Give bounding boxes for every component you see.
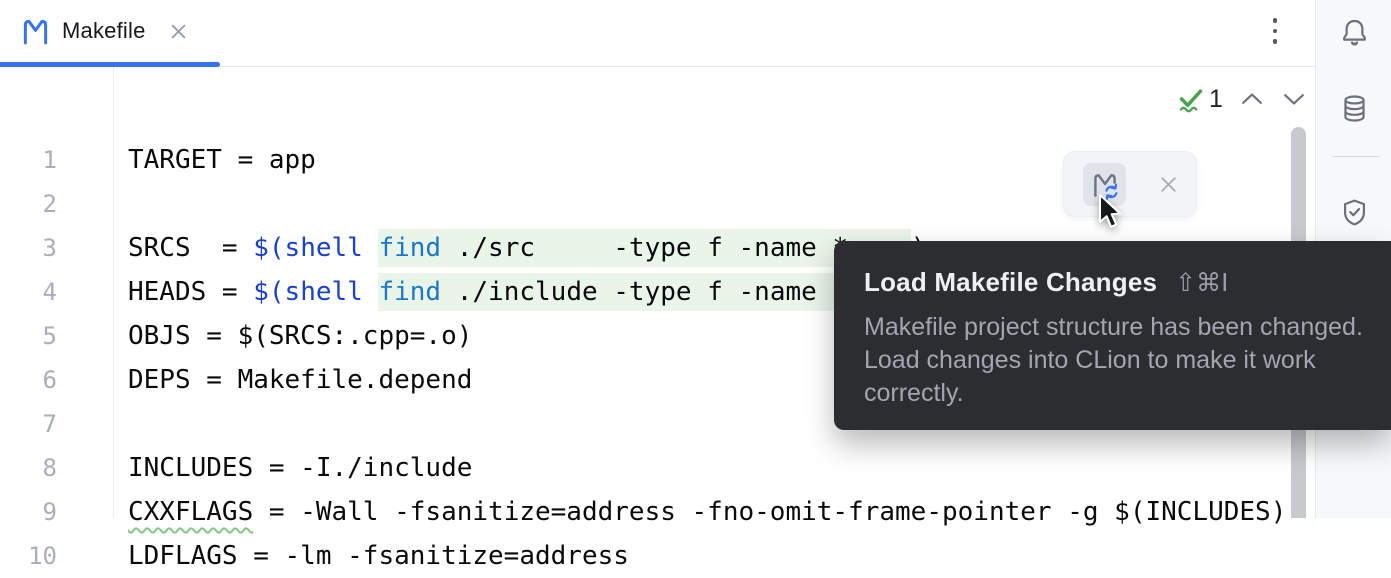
code-line[interactable]: 7 <box>0 402 1315 446</box>
notifications-button[interactable] <box>1316 6 1391 58</box>
code-line[interactable]: 1 TARGET = app <box>0 138 1315 182</box>
code-text[interactable]: SRCS = $(shell find ./src -type f -name … <box>128 226 926 270</box>
tooltip-title: Load Makefile Changes <box>864 267 1158 297</box>
line-number[interactable]: 1 <box>42 146 57 174</box>
kebab-menu-icon[interactable] <box>1267 12 1283 50</box>
inspection-check-icon[interactable] <box>1176 84 1206 114</box>
line-number[interactable]: 8 <box>42 454 57 482</box>
dismiss-island-button[interactable] <box>1147 163 1190 206</box>
code-line[interactable]: 3 SRCS = $(shell find ./src -type f -name… <box>0 226 1315 270</box>
bell-icon <box>1339 17 1370 48</box>
database-button[interactable] <box>1316 82 1391 134</box>
line-number[interactable]: 9 <box>42 498 57 526</box>
tab-bar-border <box>0 66 1315 67</box>
code-line[interactable]: 5 OBJS = $(SRCS:.cpp=.o) <box>0 314 1315 358</box>
code-line[interactable]: 8 INCLUDES = -I./include <box>0 446 1315 490</box>
chevron-up-icon[interactable] <box>1241 92 1263 106</box>
line-number[interactable]: 6 <box>42 366 57 394</box>
line-number[interactable]: 10 <box>28 542 57 570</box>
code-text[interactable]: OBJS = $(SRCS:.cpp=.o) <box>128 321 473 351</box>
tab-bar: Makefile <box>0 0 1315 62</box>
code-text[interactable]: CXXFLAGS = -Wall -fsanitize=address -fno… <box>128 497 1287 527</box>
line-number[interactable]: 2 <box>42 190 57 218</box>
code-text[interactable]: LDFLAGS = -lm -fsanitize=address <box>128 541 629 571</box>
line-number[interactable]: 5 <box>42 322 57 350</box>
makefile-action-island <box>1063 151 1197 217</box>
cursor-arrow-icon <box>1096 193 1122 229</box>
line-number[interactable]: 7 <box>42 410 57 438</box>
inspection-count: 1 <box>1209 84 1223 113</box>
line-number[interactable]: 3 <box>42 234 57 262</box>
code-text[interactable]: INCLUDES = -I./include <box>128 453 473 483</box>
tab-title: Makefile <box>62 18 146 43</box>
code-line[interactable]: 10 LDFLAGS = -lm -fsanitize=address <box>0 534 1315 578</box>
code-line[interactable]: 2 <box>0 182 1315 226</box>
inspections-widget[interactable]: 1 <box>1176 84 1305 114</box>
code-text[interactable]: DEPS = Makefile.depend <box>128 365 473 395</box>
shield-check-icon <box>1339 197 1370 228</box>
close-icon <box>1157 173 1180 196</box>
active-tab-indicator <box>0 62 220 67</box>
gutter-separator <box>113 67 114 518</box>
sidebar-divider <box>1332 156 1380 157</box>
makefile-reload-icon <box>1089 169 1121 201</box>
tooltip-body: Makefile project structure has been chan… <box>864 313 1363 407</box>
code-line[interactable]: 4 HEADS = $(shell find ./include -type f … <box>0 270 1315 314</box>
line-number[interactable]: 4 <box>42 278 57 306</box>
code-line[interactable]: 9 CXXFLAGS = -Wall -fsanitize=address -fn… <box>0 490 1315 534</box>
close-icon[interactable] <box>168 21 189 42</box>
tooltip-shortcut: ⇧⌘I <box>1175 268 1229 297</box>
load-makefile-tooltip: Load Makefile Changes ⇧⌘I Makefile proje… <box>834 241 1391 430</box>
tab-makefile[interactable]: Makefile <box>0 0 189 62</box>
code-text[interactable]: HEADS = $(shell find ./include -type f -… <box>128 270 895 314</box>
code-line[interactable]: 6 DEPS = Makefile.depend <box>0 358 1315 402</box>
database-icon <box>1339 93 1370 124</box>
makefile-icon <box>20 16 51 47</box>
security-button[interactable] <box>1316 186 1391 238</box>
code-text[interactable]: TARGET = app <box>128 145 316 175</box>
chevron-down-icon[interactable] <box>1283 92 1305 106</box>
